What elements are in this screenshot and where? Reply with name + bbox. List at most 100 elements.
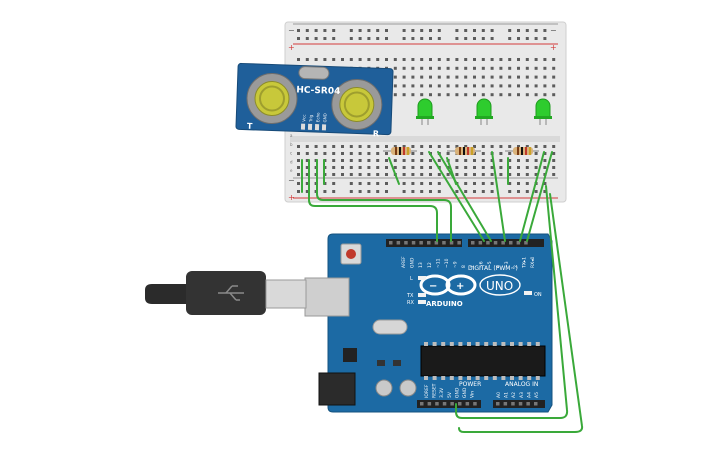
- breadboard-hole[interactable]: [402, 84, 406, 88]
- header-pin[interactable]: [420, 402, 424, 406]
- breadboard-hole[interactable]: [367, 159, 371, 162]
- breadboard-hole[interactable]: [429, 145, 432, 148]
- breadboard-hole[interactable]: [499, 145, 503, 148]
- breadboard-hole[interactable]: [367, 166, 371, 169]
- breadboard-hole[interactable]: [437, 75, 441, 79]
- breadboard-hole[interactable]: [437, 145, 441, 148]
- rail-hole[interactable]: [385, 190, 388, 193]
- breadboard-hole[interactable]: [464, 58, 468, 61]
- breadboard-hole[interactable]: [437, 173, 441, 176]
- breadboard-hole[interactable]: [314, 58, 318, 61]
- breadboard-hole[interactable]: [393, 93, 397, 97]
- rail-hole[interactable]: [367, 182, 371, 185]
- breadboard-hole[interactable]: [420, 58, 424, 61]
- breadboard-hole[interactable]: [332, 58, 336, 61]
- breadboard-hole[interactable]: [464, 75, 468, 79]
- rail-hole[interactable]: [517, 190, 520, 193]
- breadboard-hole[interactable]: [473, 84, 476, 88]
- breadboard-hole[interactable]: [376, 145, 380, 148]
- breadboard-hole[interactable]: [420, 152, 424, 155]
- breadboard-hole[interactable]: [525, 75, 529, 79]
- breadboard-hole[interactable]: [332, 173, 336, 176]
- rail-hole[interactable]: [367, 29, 371, 32]
- breadboard-hole[interactable]: [508, 58, 512, 61]
- breadboard-hole[interactable]: [341, 145, 344, 148]
- breadboard-hole[interactable]: [376, 159, 380, 162]
- header-pin[interactable]: [496, 402, 500, 406]
- breadboard-hole[interactable]: [481, 75, 485, 79]
- rail-hole[interactable]: [358, 29, 362, 32]
- breadboard-hole[interactable]: [341, 159, 344, 162]
- breadboard-hole[interactable]: [552, 166, 556, 169]
- breadboard-hole[interactable]: [314, 152, 318, 155]
- rail-hole[interactable]: [464, 190, 468, 193]
- breadboard-hole[interactable]: [543, 84, 547, 88]
- breadboard-hole[interactable]: [429, 166, 432, 169]
- breadboard-hole[interactable]: [402, 93, 406, 97]
- breadboard-hole[interactable]: [323, 58, 327, 61]
- breadboard-hole[interactable]: [552, 173, 556, 176]
- wire-resistor1-gnd[interactable]: [388, 157, 400, 185]
- breadboard-hole[interactable]: [367, 173, 371, 176]
- breadboard-hole[interactable]: [517, 166, 520, 169]
- rail-hole[interactable]: [402, 182, 406, 185]
- breadboard-hole[interactable]: [543, 66, 547, 70]
- rail-hole[interactable]: [367, 190, 371, 193]
- breadboard-hole[interactable]: [402, 159, 406, 162]
- breadboard-hole[interactable]: [534, 84, 538, 88]
- breadboard-hole[interactable]: [543, 75, 547, 79]
- breadboard-hole[interactable]: [446, 152, 450, 155]
- rail-hole[interactable]: [517, 29, 520, 32]
- rail-hole[interactable]: [481, 29, 485, 32]
- rail-hole[interactable]: [473, 29, 476, 32]
- breadboard-hole[interactable]: [517, 58, 520, 61]
- header-pin[interactable]: [396, 241, 401, 245]
- breadboard-hole[interactable]: [517, 84, 520, 88]
- rail-hole[interactable]: [420, 37, 424, 40]
- breadboard-hole[interactable]: [481, 84, 485, 88]
- header-pin[interactable]: [524, 241, 528, 245]
- wire-led3b-pin1[interactable]: [526, 151, 553, 242]
- header-pin[interactable]: [442, 402, 447, 406]
- rail-hole[interactable]: [490, 37, 494, 40]
- header-pin[interactable]: [434, 241, 439, 245]
- breadboard-hole[interactable]: [411, 152, 415, 155]
- breadboard-hole[interactable]: [429, 75, 432, 79]
- breadboard-hole[interactable]: [534, 66, 538, 70]
- breadboard-hole[interactable]: [420, 66, 424, 70]
- rail-hole[interactable]: [367, 37, 371, 40]
- header-pin[interactable]: [427, 402, 432, 406]
- breadboard-hole[interactable]: [411, 145, 415, 148]
- breadboard-hole[interactable]: [411, 66, 415, 70]
- breadboard-hole[interactable]: [508, 152, 512, 155]
- rail-hole[interactable]: [543, 182, 547, 185]
- rail-hole[interactable]: [305, 37, 309, 40]
- rail-hole[interactable]: [349, 37, 353, 40]
- breadboard-hole[interactable]: [393, 84, 397, 88]
- breadboard-hole[interactable]: [323, 145, 327, 148]
- header-pin[interactable]: [471, 241, 475, 245]
- breadboard-hole[interactable]: [525, 173, 529, 176]
- rail-hole[interactable]: [349, 182, 353, 185]
- resistor-2[interactable]: [447, 147, 481, 155]
- breadboard-hole[interactable]: [508, 84, 512, 88]
- breadboard-hole[interactable]: [411, 75, 415, 79]
- breadboard-hole[interactable]: [508, 173, 512, 176]
- sensor-pin-trig[interactable]: [307, 123, 313, 130]
- rail-hole[interactable]: [464, 37, 468, 40]
- breadboard-hole[interactable]: [305, 173, 309, 176]
- rail-hole[interactable]: [376, 190, 380, 193]
- header-pin[interactable]: [389, 241, 393, 245]
- breadboard-hole[interactable]: [429, 84, 432, 88]
- breadboard-hole[interactable]: [349, 159, 353, 162]
- breadboard-hole[interactable]: [429, 58, 432, 61]
- rail-hole[interactable]: [481, 37, 485, 40]
- breadboard-hole[interactable]: [499, 93, 503, 97]
- rail-hole[interactable]: [508, 29, 512, 32]
- breadboard-hole[interactable]: [481, 66, 485, 70]
- ultrasonic-sensor[interactable]: HC-SR04 T R Vcc Trig Echo GND: [235, 62, 394, 138]
- breadboard-hole[interactable]: [517, 93, 520, 97]
- breadboard-hole[interactable]: [499, 84, 503, 88]
- breadboard-hole[interactable]: [552, 152, 556, 155]
